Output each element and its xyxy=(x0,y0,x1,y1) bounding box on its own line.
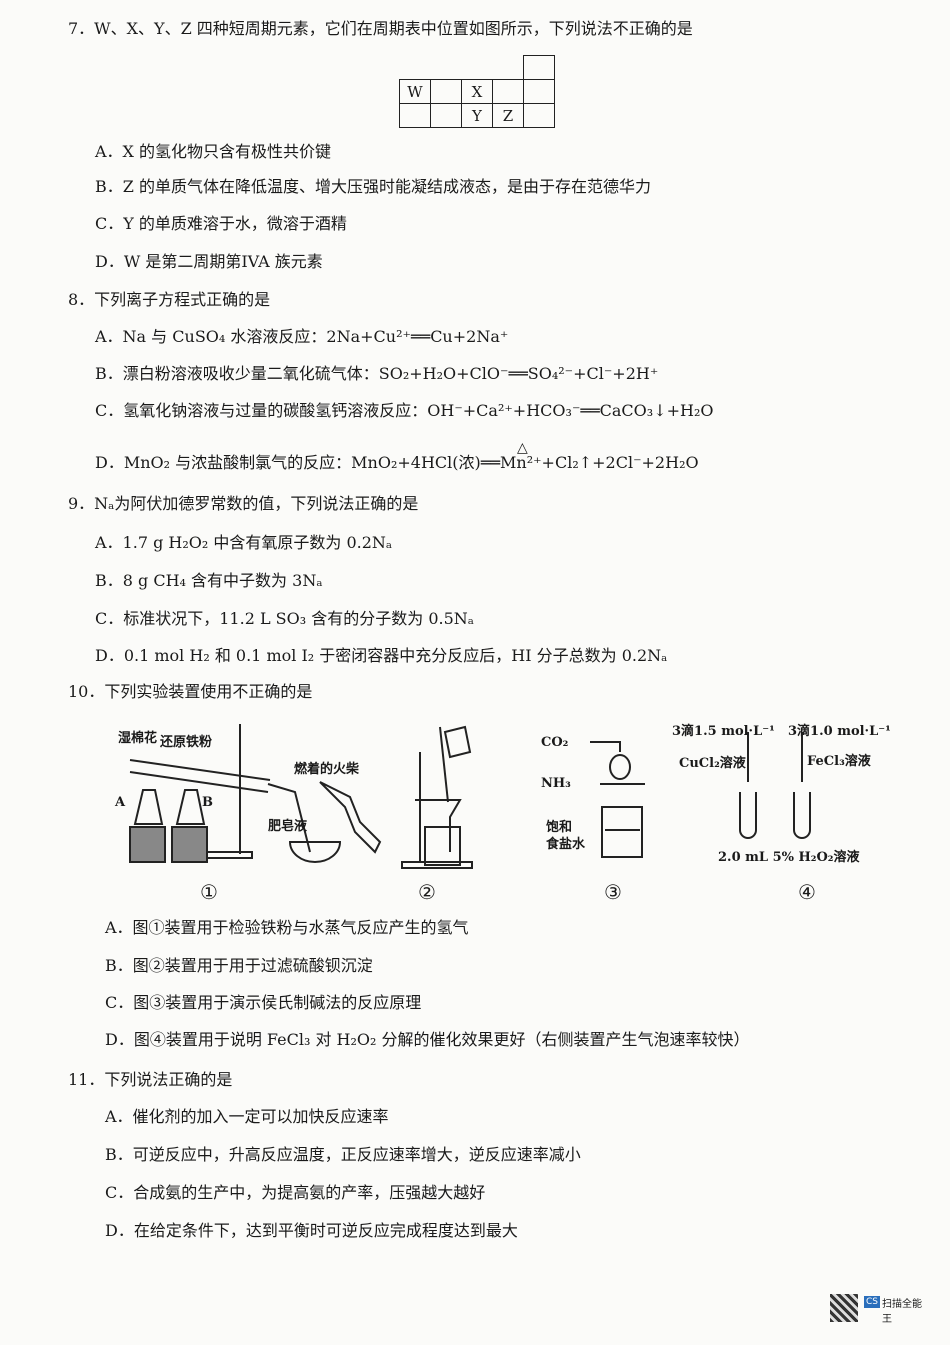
apparatus-figure-2 xyxy=(319,725,473,869)
option: A．X 的氢化物只含有极性共价键 xyxy=(95,142,332,161)
question-10-stem: 10．下列实验装置使用不正确的是 xyxy=(68,682,313,701)
scanner-watermark: CS 扫描全能王 xyxy=(830,1292,930,1328)
option: D．在给定条件下，达到平衡时可逆反应完成程度达到最大 xyxy=(105,1221,518,1240)
label: 食盐水 xyxy=(546,837,586,852)
option: A．催化剂的加入一定可以加快反应速率 xyxy=(105,1107,389,1126)
figure-number: ① xyxy=(200,880,218,904)
option: D．MnO₂ 与浓盐酸制氯气的反应：MnO₂+4HCl(浓)══Mn²⁺+Cl₂… xyxy=(95,453,699,472)
option: C．合成氨的生产中，为提高氨的产率，压强越大越好 xyxy=(105,1183,486,1202)
question-9-stem: 9．Nₐ为阿伏加德罗常数的值，下列说法正确的是 xyxy=(68,494,419,513)
option: A．1.7 g H₂O₂ 中含有氧原子数为 0.2Nₐ xyxy=(95,533,393,552)
label: B xyxy=(202,795,213,810)
option: A．Na 与 CuSO₄ 水溶液反应：2Na+Cu²⁺══Cu+2Na⁺ xyxy=(95,327,509,346)
question-7-stem: 7．W、X、Y、Z 四种短周期元素，它们在周期表中位置如图所示，下列说法不正确的… xyxy=(68,19,693,38)
option: D．0.1 mol H₂ 和 0.1 mol I₂ 于密闭容器中充分反应后，HI… xyxy=(95,646,668,665)
option: B．可逆反应中，升高反应温度，正反应速率增大，逆反应速率减小 xyxy=(105,1145,581,1164)
option: A．图①装置用于检验铁粉与水蒸气反应产生的氢气 xyxy=(105,918,469,937)
cell: Z xyxy=(492,103,524,128)
brand-name: 扫描全能王 xyxy=(882,1299,922,1325)
apparatus-figure-3 xyxy=(590,741,645,858)
qr-code-icon xyxy=(830,1294,858,1322)
figure-number: ③ xyxy=(604,880,622,904)
option: B．图②装置用于用于过滤硫酸钡沉淀 xyxy=(105,956,373,975)
label: NH₃ xyxy=(541,776,571,791)
option: C．氢氧化钠溶液与过量的碳酸氢钙溶液反应：OH⁻+Ca²⁺+HCO₃⁻══CaC… xyxy=(95,401,714,420)
label: CuCl₂溶液 xyxy=(679,756,746,771)
label: 3滴1.0 mol·L⁻¹ xyxy=(788,724,891,739)
cs-logo: CS xyxy=(864,1296,880,1308)
question-11-stem: 11．下列说法正确的是 xyxy=(68,1070,233,1089)
option: D．图④装置用于说明 FeCl₃ 对 H₂O₂ 分解的催化效果更好（右侧装置产生… xyxy=(105,1030,750,1049)
option: B．8 g CH₄ 含有中子数为 3Nₐ xyxy=(95,571,323,590)
option: D．W 是第二周期第IVA 族元素 xyxy=(95,252,323,271)
label: 肥皂液 xyxy=(268,819,308,834)
option: B．漂白粉溶液吸收少量二氧化硫气体：SO₂+H₂O+ClO⁻══SO₄²⁻+Cl… xyxy=(95,364,659,383)
option: B．Z 的单质气体在降低温度、增大压强时能凝结成液态，是由于存在范德华力 xyxy=(95,177,651,196)
cell: W xyxy=(399,79,431,104)
cell: Y xyxy=(461,103,493,128)
label: 燃着的火柴 xyxy=(294,762,360,777)
label: 3滴1.5 mol·L⁻¹ xyxy=(672,724,775,739)
figure-number: ④ xyxy=(798,880,816,904)
option: C．标准状况下，11.2 L SO₃ 含有的分子数为 0.5Nₐ xyxy=(95,609,474,628)
label: A xyxy=(115,795,126,810)
label: 饱和 xyxy=(546,820,573,835)
label: 湿棉花 xyxy=(118,731,158,746)
apparatus-figure-1 xyxy=(129,724,342,863)
option: C．Y 的单质难溶于水，微溶于酒精 xyxy=(95,214,347,233)
label: FeCl₃溶液 xyxy=(807,754,871,769)
figure-number: ② xyxy=(418,880,436,904)
option: C．图③装置用于演示侯氏制碱法的反应原理 xyxy=(105,993,422,1012)
apparatus-figure-4 xyxy=(739,732,811,839)
question-8-stem: 8．下列离子方程式正确的是 xyxy=(68,290,271,309)
label: 2.0 mL 5% H₂O₂溶液 xyxy=(718,850,860,865)
cell: X xyxy=(461,79,493,104)
label: CO₂ xyxy=(541,735,569,750)
label: 还原铁粉 xyxy=(160,735,213,750)
heat-symbol: △ xyxy=(517,440,528,456)
